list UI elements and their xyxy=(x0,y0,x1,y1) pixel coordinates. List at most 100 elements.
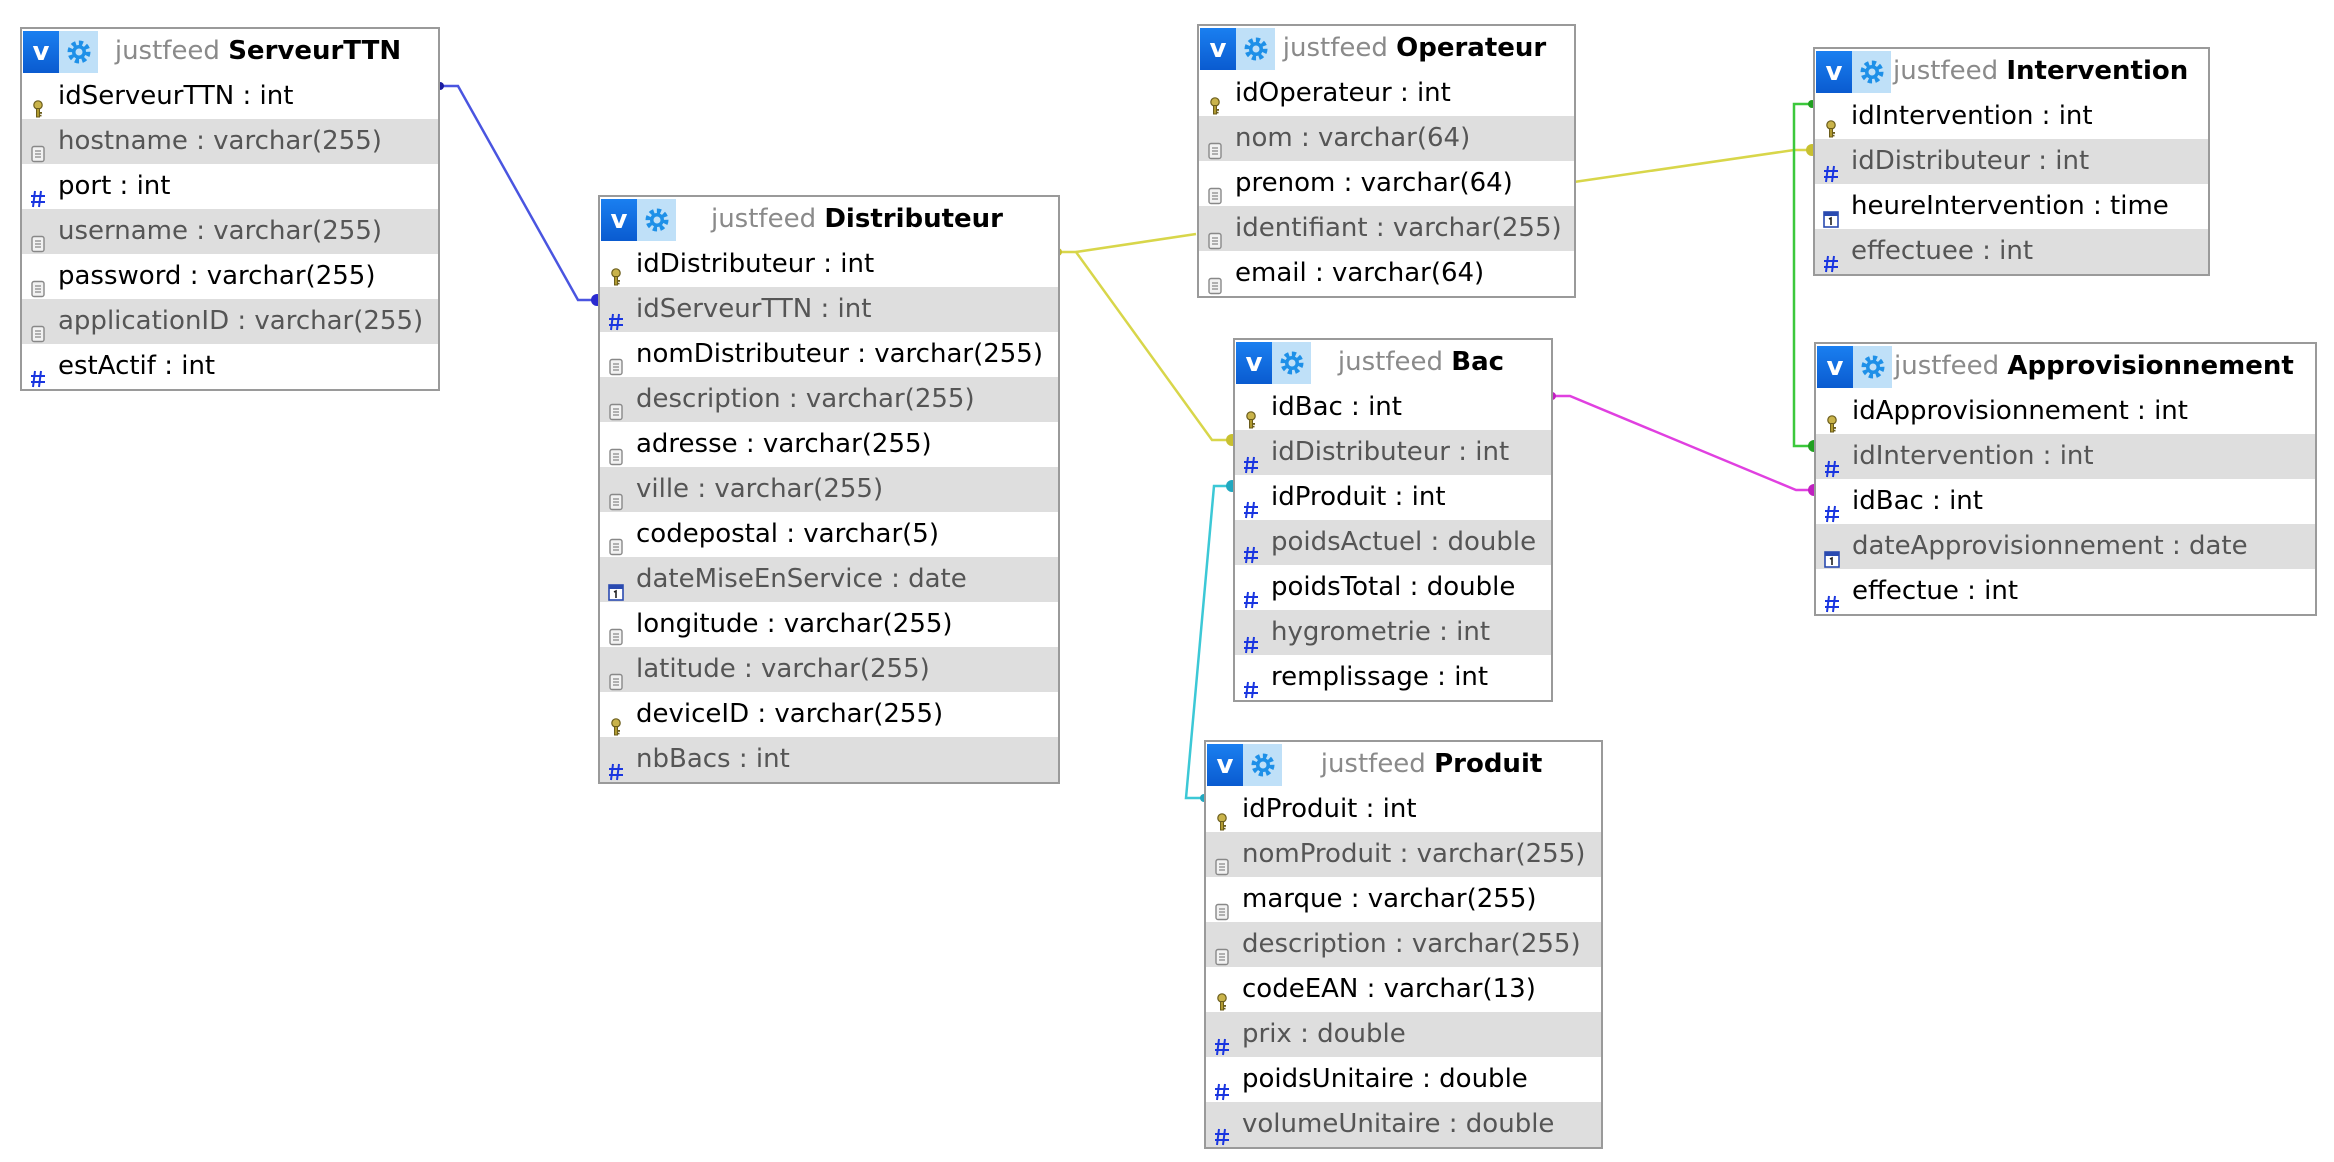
column-row[interactable]: idApprovisionnement : int xyxy=(1816,389,2315,434)
column-row[interactable]: ville : varchar(255) xyxy=(600,467,1058,512)
column-row[interactable]: volumeUnitaire : double xyxy=(1206,1102,1601,1147)
column-row[interactable]: prenom : varchar(64) xyxy=(1199,161,1574,206)
view-options-button[interactable]: v xyxy=(1236,342,1272,384)
column-row[interactable]: description : varchar(255) xyxy=(1206,922,1601,967)
column-row[interactable]: codeEAN : varchar(13) xyxy=(1206,967,1601,1012)
column-row[interactable]: idIntervention : int xyxy=(1815,94,2208,139)
table-title: justfeed Distributeur xyxy=(678,197,1058,242)
column-row[interactable]: remplissage : int xyxy=(1235,655,1551,700)
key-icon xyxy=(608,256,624,286)
column-row[interactable]: email : varchar(64) xyxy=(1199,251,1574,296)
column-row[interactable]: idBac : int xyxy=(1235,385,1551,430)
numeric-field-icon xyxy=(30,358,46,388)
column-row[interactable]: description : varchar(255) xyxy=(600,377,1058,422)
column-definition: volumeUnitaire : double xyxy=(1242,1109,1555,1139)
column-row[interactable]: username : varchar(255) xyxy=(22,209,438,254)
numeric-field-icon xyxy=(30,178,46,208)
table-options-button[interactable] xyxy=(59,31,98,73)
text-field-icon xyxy=(1214,936,1230,966)
column-row[interactable]: codepostal : varchar(5) xyxy=(600,512,1058,557)
column-row[interactable]: prix : double xyxy=(1206,1012,1601,1057)
table-name: Operateur xyxy=(1396,33,1547,63)
column-definition: idProduit : int xyxy=(1242,794,1417,824)
text-field-icon xyxy=(608,436,624,466)
view-options-button[interactable]: v xyxy=(1817,346,1853,388)
column-row[interactable]: longitude : varchar(255) xyxy=(600,602,1058,647)
numeric-field-icon xyxy=(608,751,624,781)
column-row[interactable]: effectuee : int xyxy=(1815,229,2208,274)
view-options-button[interactable]: v xyxy=(1200,28,1236,70)
table-title: justfeed Operateur xyxy=(1277,26,1574,71)
view-options-button[interactable]: v xyxy=(601,199,637,241)
column-row[interactable]: dateApprovisionnement : date xyxy=(1816,524,2315,569)
column-row[interactable]: idServeurTTN : int xyxy=(22,74,438,119)
column-row[interactable]: effectue : int xyxy=(1816,569,2315,614)
column-row[interactable]: idProduit : int xyxy=(1206,787,1601,832)
table-options-button[interactable] xyxy=(637,199,676,241)
table-options-button[interactable] xyxy=(1236,28,1275,70)
table-options-button[interactable] xyxy=(1272,342,1311,384)
column-row[interactable]: poidsTotal : double xyxy=(1235,565,1551,610)
column-row[interactable]: heureIntervention : time xyxy=(1815,184,2208,229)
view-options-button[interactable]: v xyxy=(1816,51,1852,93)
column-row[interactable]: password : varchar(255) xyxy=(22,254,438,299)
column-definition: nom : varchar(64) xyxy=(1235,123,1471,153)
column-row[interactable]: idDistributeur : int xyxy=(1235,430,1551,475)
column-row[interactable]: marque : varchar(255) xyxy=(1206,877,1601,922)
column-row[interactable]: applicationID : varchar(255) xyxy=(22,299,438,344)
column-row[interactable]: idProduit : int xyxy=(1235,475,1551,520)
column-row[interactable]: deviceID : varchar(255) xyxy=(600,692,1058,737)
column-row[interactable]: idOperateur : int xyxy=(1199,71,1574,116)
column-definition: dateMiseEnService : date xyxy=(636,564,967,594)
numeric-field-icon xyxy=(1243,534,1259,564)
column-row[interactable]: port : int xyxy=(22,164,438,209)
column-row[interactable]: estActif : int xyxy=(22,344,438,389)
text-field-icon xyxy=(1207,220,1223,250)
column-row[interactable]: idDistributeur : int xyxy=(1815,139,2208,184)
column-definition: hygrometrie : int xyxy=(1271,617,1491,647)
table-options-button[interactable] xyxy=(1852,51,1891,93)
column-definition: port : int xyxy=(58,171,171,201)
key-icon xyxy=(1214,801,1230,831)
column-definition: email : varchar(64) xyxy=(1235,258,1485,288)
column-row[interactable]: dateMiseEnService : date xyxy=(600,557,1058,602)
column-row[interactable]: idBac : int xyxy=(1816,479,2315,524)
column-row[interactable]: idServeurTTN : int xyxy=(600,287,1058,332)
date-field-icon xyxy=(608,571,624,601)
column-row[interactable]: poidsActuel : double xyxy=(1235,520,1551,565)
numeric-field-icon xyxy=(1214,1026,1230,1056)
column-definition: applicationID : varchar(255) xyxy=(58,306,424,336)
column-row[interactable]: nomProduit : varchar(255) xyxy=(1206,832,1601,877)
column-row[interactable]: nomDistributeur : varchar(255) xyxy=(600,332,1058,377)
view-options-button[interactable]: v xyxy=(1207,744,1243,786)
column-row[interactable]: poidsUnitaire : double xyxy=(1206,1057,1601,1102)
column-row[interactable]: idDistributeur : int xyxy=(600,242,1058,287)
column-definition: nomDistributeur : varchar(255) xyxy=(636,339,1043,369)
view-options-button[interactable]: v xyxy=(23,31,59,73)
column-definition: idIntervention : int xyxy=(1851,101,2093,131)
table-options-button[interactable] xyxy=(1853,346,1892,388)
column-row[interactable]: hygrometrie : int xyxy=(1235,610,1551,655)
table-header[interactable]: v justfeed Operateur xyxy=(1199,26,1574,71)
column-row[interactable]: nbBacs : int xyxy=(600,737,1058,782)
table-options-button[interactable] xyxy=(1243,744,1282,786)
table-header[interactable]: v justfeed Distributeur xyxy=(600,197,1058,242)
column-row[interactable]: latitude : varchar(255) xyxy=(600,647,1058,692)
column-row[interactable]: adresse : varchar(255) xyxy=(600,422,1058,467)
column-row[interactable]: nom : varchar(64) xyxy=(1199,116,1574,161)
column-row[interactable]: identifiant : varchar(255) xyxy=(1199,206,1574,251)
column-row[interactable]: hostname : varchar(255) xyxy=(22,119,438,164)
column-row[interactable]: idIntervention : int xyxy=(1816,434,2315,479)
